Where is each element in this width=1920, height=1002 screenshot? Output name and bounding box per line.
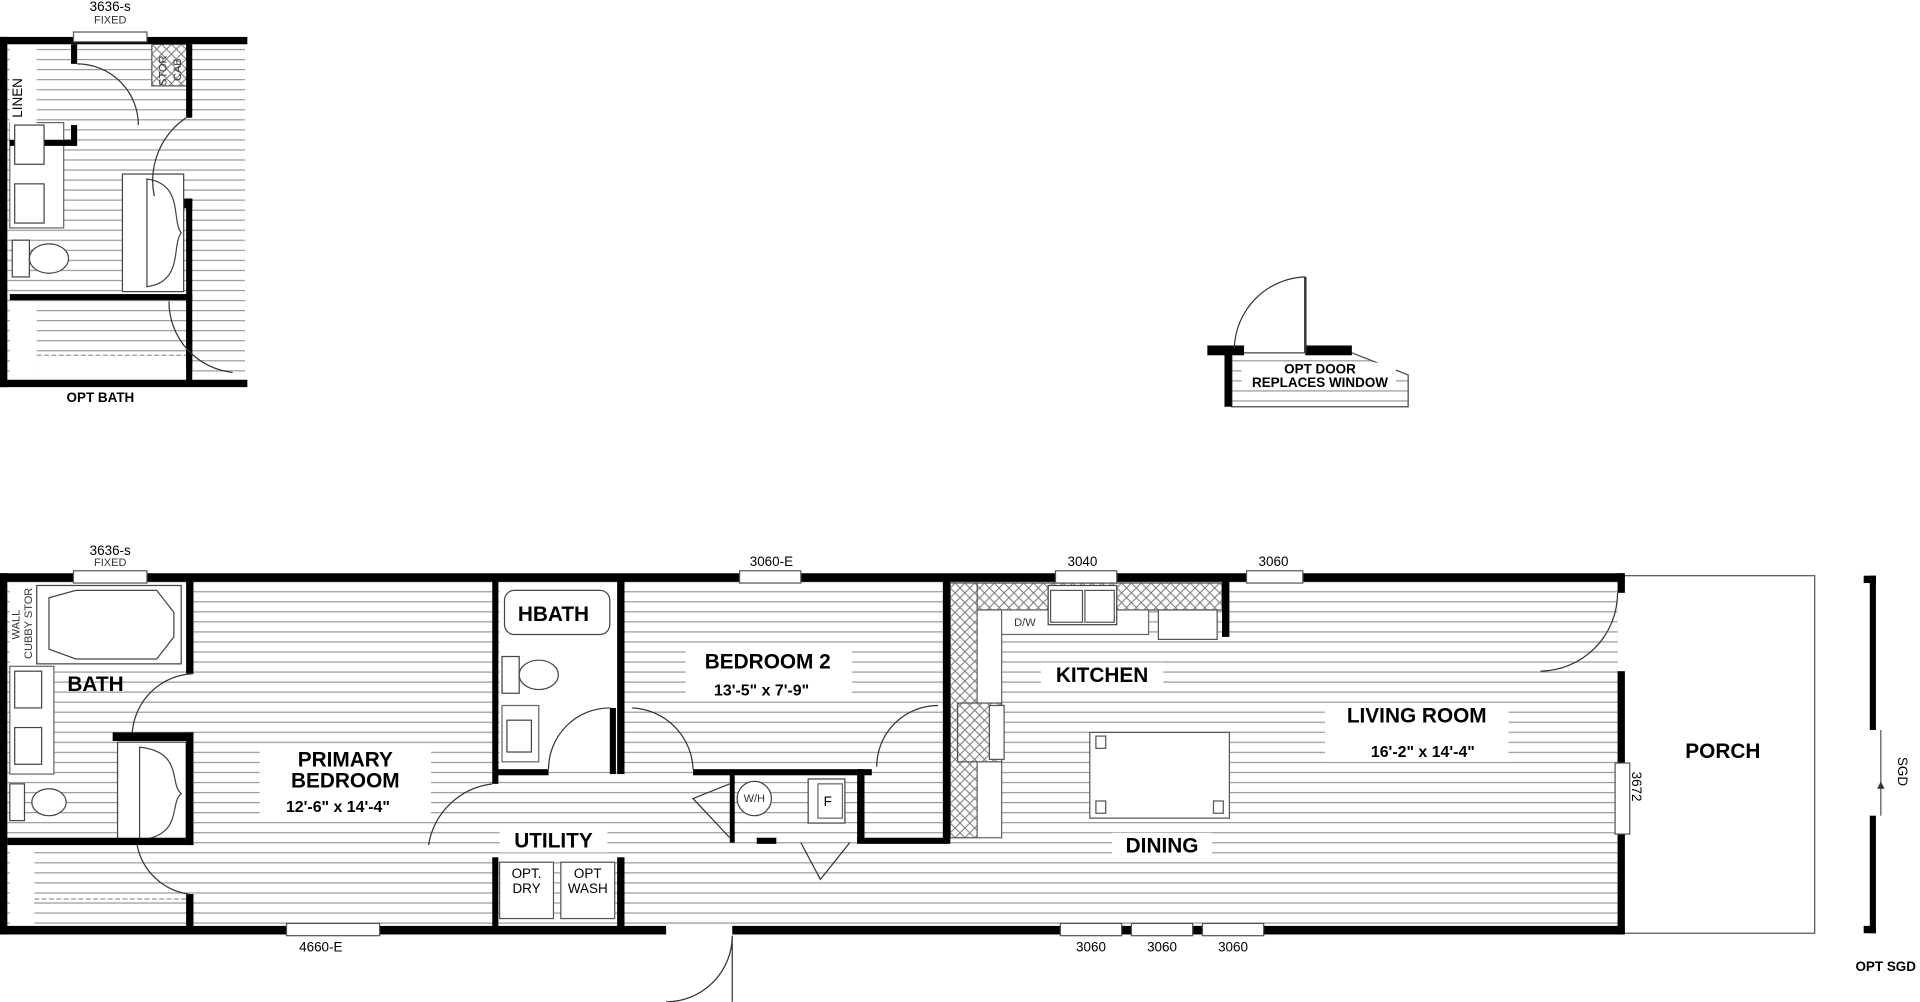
window-top-living: 3060 [1259, 554, 1289, 569]
opt-wash-label-1: OPT [574, 866, 602, 881]
room-bath-label: BATH [67, 673, 123, 696]
room-primary-dimensions: 12'-6" x 14'-4" [286, 799, 390, 816]
opt-door-line1: OPT DOOR [1284, 362, 1356, 377]
opt-bath-window-type: FIXED [94, 14, 126, 26]
opt-door-detail: OPT DOOR REPLACES WINDOW [1207, 276, 1409, 408]
opt-dry-label-2: DRY [512, 881, 540, 896]
kitchen-island [1089, 731, 1230, 819]
room-living-dimensions: 16'-2" x 14'-4" [1371, 744, 1475, 761]
room-utility-label: UTILITY [514, 830, 593, 853]
room-kitchen-label: KITCHEN [1056, 664, 1148, 687]
stor-cab-label-1: STOR [158, 55, 170, 85]
opt-door-line2: REPLACES WINDOW [1252, 375, 1388, 390]
window-bottom-primary: 4660-E [299, 940, 342, 955]
opt-bath-title: OPT BATH [67, 390, 135, 405]
room-living-label: LIVING ROOM [1347, 705, 1487, 728]
wall-cubby-label-2: CUBBY STOR [23, 588, 35, 659]
opt-wash-label-2: WASH [568, 881, 608, 896]
opt-sgd-title: OPT SGD [1855, 959, 1916, 974]
window-top-bath-type: FIXED [94, 557, 126, 569]
window-bottom-dining-1: 3060 [1076, 940, 1106, 955]
window-bottom-dining-2: 3060 [1147, 940, 1177, 955]
room-hbath-label: HBATH [518, 603, 589, 626]
sgd-label: SGD [1895, 757, 1910, 786]
water-heater-label: W/H [744, 793, 765, 805]
room-dining-label: DINING [1126, 834, 1199, 857]
porch-area [1623, 575, 1816, 934]
room-primary-label-1: PRIMARY [298, 749, 393, 772]
window-top-bed2: 3060-E [750, 554, 793, 569]
room-bedroom2-dimensions: 13'-5" x 7'-9" [714, 683, 809, 700]
linen-label: LINEN [10, 78, 25, 118]
window-bottom-dining-3: 3060 [1218, 940, 1248, 955]
main-plan: 3636-s FIXED 3060-E 3040 3060 4660-E 306… [0, 543, 1916, 1002]
dishwasher-label: D/W [1014, 617, 1036, 629]
window-porch-side: 3672 [1629, 772, 1644, 802]
opt-dry-label-1: OPT. [512, 866, 542, 881]
room-primary-label-2: BEDROOM [291, 770, 400, 793]
stor-cab-label-2: CAB [172, 58, 184, 81]
window-top-kitchen: 3040 [1067, 554, 1097, 569]
room-porch-label: PORCH [1685, 740, 1760, 763]
furnace-label: F [824, 794, 832, 809]
opt-bath-plan: 3636-s FIXED LINEN STOR CAB OPT BATH [0, 0, 248, 405]
room-bedroom2-label: BEDROOM 2 [705, 651, 831, 674]
wall-cubby-label-1: WALL [11, 610, 23, 640]
window-top-bath-size: 3636-s [90, 543, 131, 558]
opt-bath-window-size: 3636-s [90, 0, 131, 14]
